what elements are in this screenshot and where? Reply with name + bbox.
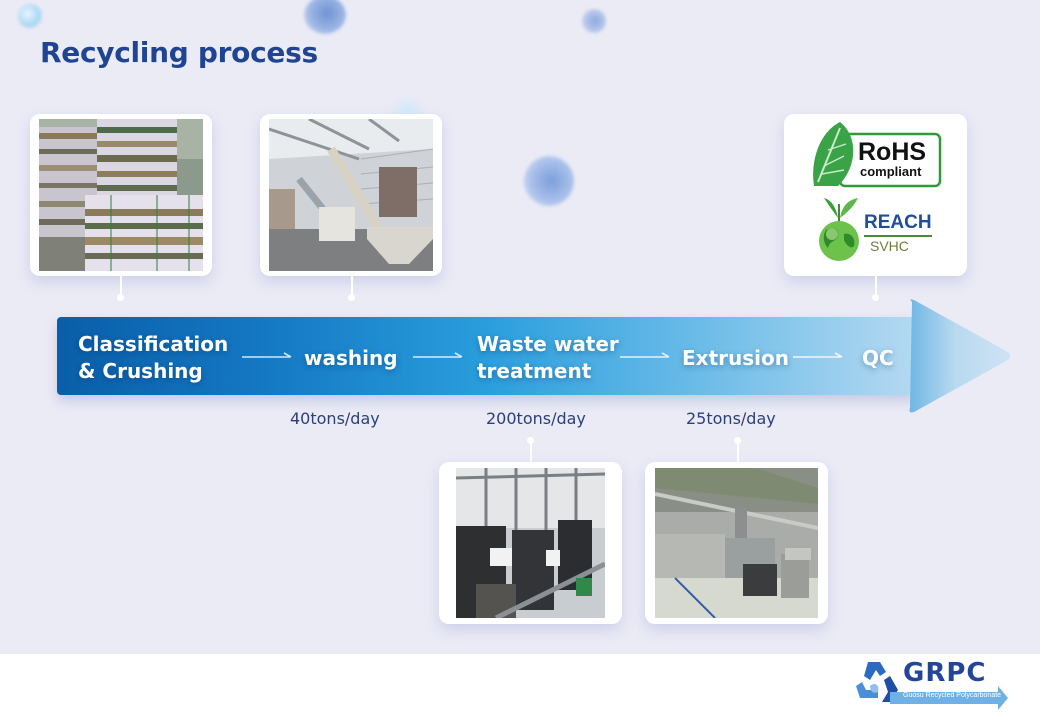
flow-arrow-icon: [413, 352, 463, 358]
grpc-logo: [856, 662, 1008, 710]
connector-dot: [872, 294, 879, 301]
certification-card: RoHS compliant REACH SVHC: [784, 114, 967, 276]
connector-line: [875, 276, 877, 296]
step-label: washing: [304, 346, 398, 370]
step-label: Classification: [78, 332, 229, 356]
reach-globe-logo: [819, 198, 859, 261]
extrusion-photo: [655, 468, 818, 618]
extrusion-photo-card: [645, 462, 828, 624]
connector-dot: [117, 294, 124, 301]
step-washing: washing: [304, 345, 398, 372]
capacity-extrusion: 25tons/day: [686, 409, 776, 428]
classification-photo-card: [30, 114, 212, 276]
footer: GRPC Guosu Recycled Polycarbonate: [0, 654, 1040, 720]
grpc-logo-tagline: Guosu Recycled Polycarbonate: [903, 692, 1002, 699]
rohs-subtitle: compliant: [860, 164, 922, 179]
decorative-sphere: [304, 0, 346, 34]
step-qc: QC: [862, 345, 894, 372]
decorative-sphere: [18, 4, 42, 28]
step-label: treatment: [477, 359, 592, 383]
step-extrusion: Extrusion: [682, 345, 789, 372]
decorative-sphere: [524, 156, 574, 206]
connector-line: [120, 276, 122, 296]
process-arrow: [57, 317, 917, 395]
connector-line: [351, 276, 353, 296]
slide: Recycling process: [0, 0, 1040, 654]
connector-dot: [348, 294, 355, 301]
step-label: Extrusion: [682, 346, 789, 370]
washing-photo-card: [260, 114, 442, 276]
flow-arrow-icon: [242, 352, 292, 358]
flow-arrow-icon: [620, 352, 670, 358]
process-arrow-head: [909, 299, 1010, 413]
step-label: QC: [862, 346, 894, 370]
reach-title: REACH: [864, 212, 932, 237]
connector-line: [530, 440, 532, 462]
connector-line: [737, 440, 739, 462]
rohs-logo: [813, 122, 942, 188]
classification-photo: [39, 119, 203, 271]
step-label: & Crushing: [78, 359, 203, 383]
rohs-title: RoHS: [858, 138, 927, 166]
waste-water-photo-card: [439, 462, 622, 624]
step-classification-crushing: Classification & Crushing: [78, 331, 228, 385]
flow-arrow-icon: [793, 352, 843, 358]
decorative-sphere: [582, 9, 606, 33]
washing-photo: [269, 119, 433, 271]
capacity-washing: 40tons/day: [290, 409, 380, 428]
page-title: Recycling process: [40, 36, 318, 69]
step-label: Waste water: [477, 332, 619, 356]
waste-water-photo: [456, 468, 605, 618]
grpc-logo-text: GRPC: [903, 658, 987, 688]
capacity-waste-water: 200tons/day: [486, 409, 586, 428]
step-waste-water-treatment: Waste water treatment: [477, 331, 619, 385]
reach-subtitle: SVHC: [870, 238, 909, 254]
